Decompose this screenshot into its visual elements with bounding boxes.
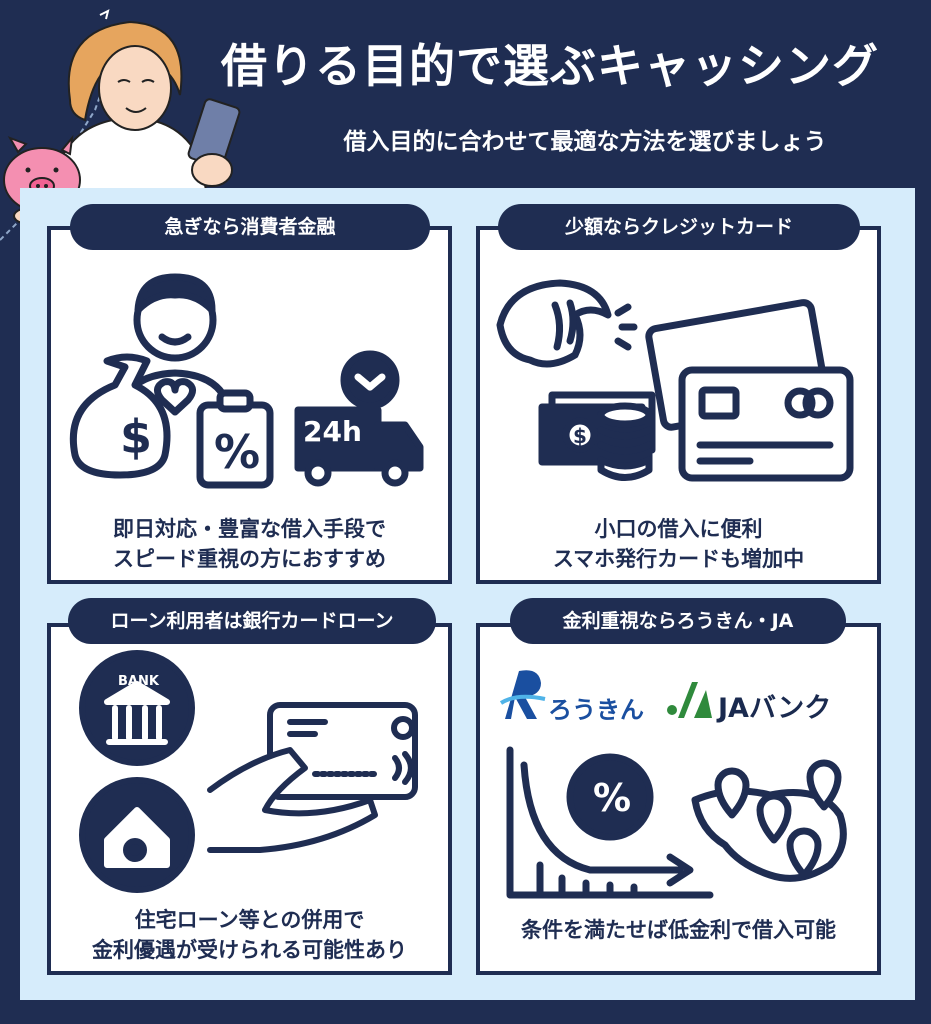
page-title: 借りる目的で選ぶキャッシング [221,39,879,93]
card-desc-bank-loan-1: 住宅ローン等との併用で [134,908,365,932]
ja-bank-logo-text: JAバンク [718,693,832,724]
svg-text:$: $ [573,424,587,448]
card-label-rokin-ja: 金利重視ならろうきん・JA [510,598,846,644]
bank-label: BANK [118,674,159,689]
card-desc-bank-loan-2: 金利優遇が受けられる可能性あり [92,938,407,962]
card-label-bank-loan: ローン利用者は銀行カードローン [68,598,436,644]
svg-text:%: % [593,776,631,820]
card-desc-credit-card-1: 小口の借入に便利 [594,517,763,541]
page-subtitle: 借入目的に合わせて最適な方法を選びましょう [343,129,827,155]
svg-text:$: $ [120,410,152,464]
ja-logo-icon [667,682,712,718]
consumer-finance-icon: $ % [69,273,424,489]
card-desc-rokin-ja-1: 条件を満たせば低金利で借入可能 [521,918,836,942]
truck-24h-label: 24h [303,415,362,448]
svg-text:%: % [214,425,260,479]
credit-card-icon: $ [496,279,854,482]
card-label-consumer-finance: 急ぎなら消費者金融 [70,204,430,250]
card-desc-consumer-finance-2: スピード重視の方におすすめ [113,547,386,571]
rokin-logo-icon [499,670,546,719]
bank-loan-icon [79,650,418,893]
card-desc-consumer-finance-1: 即日対応・豊富な借入手段で [113,517,386,541]
card-label-credit-card: 少額ならクレジットカード [498,204,860,250]
low-interest-chart-icon: % [506,746,847,899]
card-desc-credit-card-2: スマホ発行カードも増加中 [552,547,805,571]
rokin-logo-text: ろうきん [548,696,644,724]
